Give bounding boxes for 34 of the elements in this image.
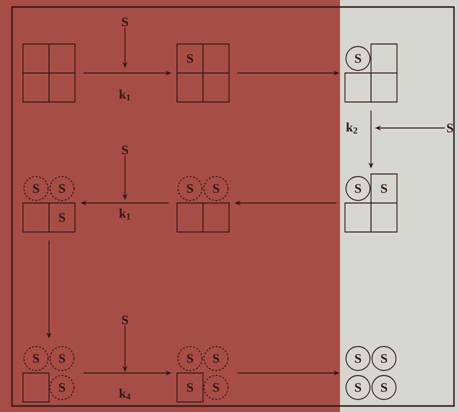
node-label: S [187,184,194,193]
enzyme-state: S S S S [346,346,396,400]
node-label: S [33,354,40,363]
enzyme-state: S S [176,176,230,232]
node-label: S [59,383,66,392]
enzyme-state: S S S [22,176,76,232]
node-label: S [355,54,362,63]
edge-label: k$_{2}$ [346,122,358,134]
node-label: S [381,383,388,392]
node-label: S [213,184,220,193]
edge-label: k$_{4}$ [119,388,130,400]
node-label: S [355,354,362,363]
node-label: S [59,213,66,222]
edge-label: k$_{1}$ [119,208,130,220]
node-label: S [355,184,362,193]
node-label: S [187,354,194,363]
node-label: S [59,184,66,193]
edge-label: k$_{1}$ [119,90,130,100]
node-label: S [33,184,40,193]
enzyme-state [22,44,76,102]
substrate-label: S [122,18,128,26]
enzyme-state: S S S [22,346,74,402]
node-label: S [187,54,194,63]
substrate-label: S [447,124,454,132]
enzyme-state: S S S S [176,346,228,402]
substrate-label: S [122,146,128,154]
node-label: S [59,354,66,363]
node-label: S [213,383,220,392]
enzyme-state: S [344,44,398,102]
enzyme-state: S S [344,174,398,232]
node-label: S [213,354,220,363]
node-label: S [355,383,362,392]
enzyme-state: S [176,44,230,102]
substrate-label: S [122,316,128,324]
